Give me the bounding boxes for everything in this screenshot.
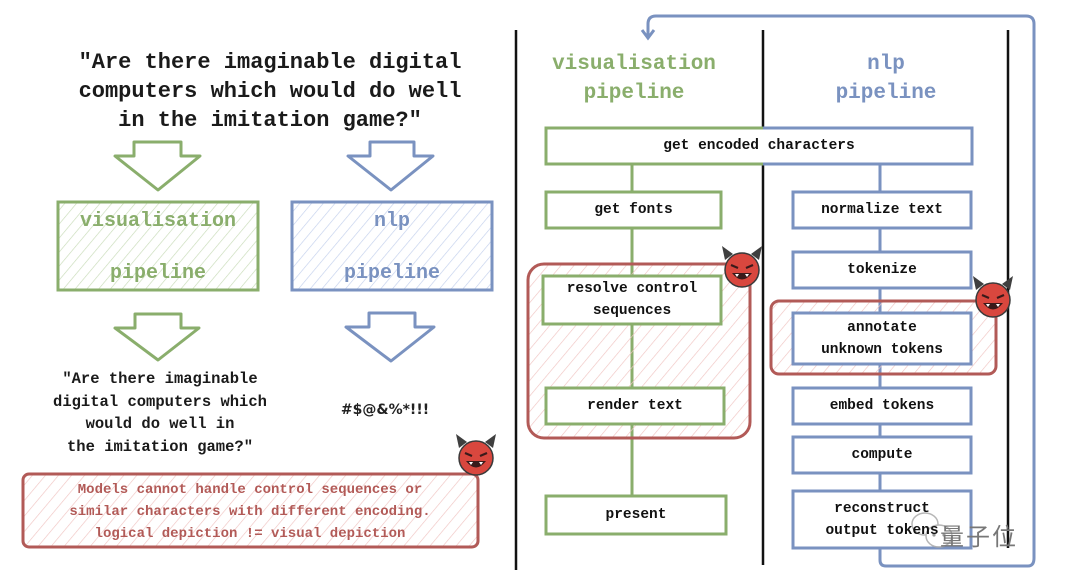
green-down-arrow-bottom: [113, 312, 201, 362]
step-box-shared-green-part: [544, 126, 763, 166]
input-question: "Are there imaginable digital computers …: [78, 50, 462, 133]
step-label-tokenize: tokenize: [847, 262, 917, 278]
step-label-compute: compute: [851, 447, 913, 463]
devil-icon-visualisation: [720, 244, 764, 289]
step-box-get-fonts: [544, 190, 723, 230]
step-box-shared-blue-part: [763, 126, 974, 166]
visualisation-box-label-line2: pipeline: [109, 262, 206, 285]
blue-down-arrow-top: [346, 140, 435, 192]
watermark-text: 量子位: [940, 523, 1018, 551]
step-label-reconstruct-output-tokens: reconstruct output tokens: [825, 500, 939, 539]
devil-icon-warning: [454, 432, 498, 477]
step-label-annotate-unknown-tokens: annotate unknown tokens: [821, 319, 943, 358]
nlp-box-label-line1: nlp: [373, 210, 410, 233]
step-label-present: present: [605, 507, 667, 523]
warning-box: [21, 472, 480, 549]
loop-arrowhead: [640, 29, 656, 41]
nlp-lane-title: nlp pipeline: [835, 53, 937, 105]
step-label-resolve-control-sequences: resolve control sequences: [566, 281, 698, 319]
wechat-icon: [911, 512, 953, 548]
visualisation-pipeline-box: [56, 200, 260, 292]
visualisation-box-label-line1: visualisation: [79, 210, 237, 233]
step-label-get-fonts: get fonts: [594, 202, 673, 218]
step-box-present: [544, 494, 728, 536]
step-label-embed-tokens: embed tokens: [829, 398, 935, 414]
step-box-compute: [791, 435, 973, 475]
devil-icon-nlp: [971, 274, 1015, 319]
step-box-normalize-text: [791, 190, 973, 230]
step-box-annotate-unknown-tokens: [791, 311, 973, 366]
visualisation-output-text: "Are there imaginable digital computers …: [53, 370, 267, 456]
step-label-render-text: render text: [587, 398, 683, 414]
step-label-normalize-text: normalize text: [821, 202, 943, 218]
nlp-box-label-line2: pipeline: [343, 262, 440, 285]
step-box-embed-tokens: [791, 386, 973, 426]
visualisation-lane-title: visualisation pipeline: [552, 53, 716, 105]
nlp-pipeline-box: [290, 200, 494, 292]
blue-down-arrow-bottom: [344, 311, 436, 363]
nlp-output-text: #$@&%*!!!: [340, 402, 430, 418]
step-box-tokenize: [791, 250, 973, 290]
step-label-get-encoded-characters: get encoded characters: [663, 138, 855, 154]
warning-text: Models cannot handle control sequences o…: [69, 482, 431, 542]
step-box-resolve-control-sequences: [541, 274, 723, 326]
step-box-render-text: [544, 386, 726, 426]
feedback-loop-arrow-icon: [646, 14, 1036, 568]
green-down-arrow-top: [113, 140, 202, 192]
